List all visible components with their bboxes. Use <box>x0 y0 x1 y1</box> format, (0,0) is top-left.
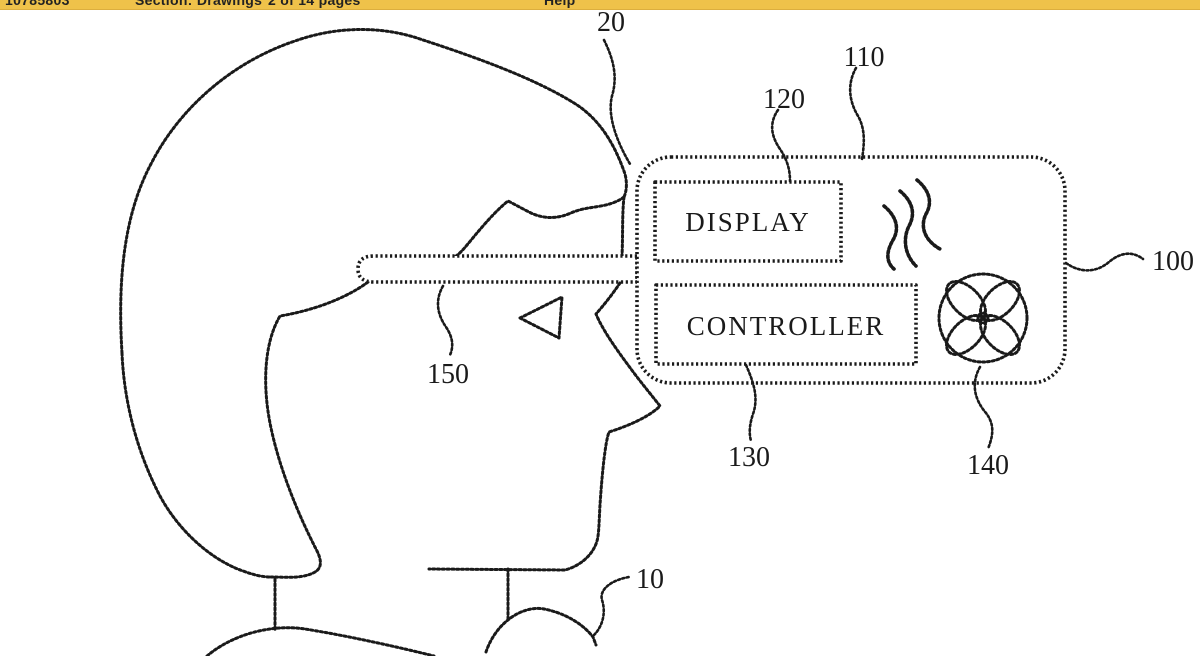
display-box <box>653 180 843 263</box>
ref-120: 120 <box>763 84 805 115</box>
page-indicator: 2 of 14 pages <box>268 0 361 8</box>
leader-lines <box>436 38 1145 637</box>
reference-numerals: 20 110 120 100 150 130 140 10 <box>427 7 1194 595</box>
ref-140: 140 <box>967 450 1009 481</box>
viewer-top-bar: 10785803 Section: Drawings 2 of 14 pages… <box>0 0 1200 10</box>
fan-icon <box>937 272 1029 364</box>
controller-label: CONTROLLER <box>687 311 886 341</box>
chest-line <box>484 606 598 654</box>
help-link[interactable]: Help <box>544 0 576 8</box>
head-strap <box>356 254 639 284</box>
face-profile <box>427 281 662 621</box>
ref-20: 20 <box>597 7 625 38</box>
hmd-housing: DISPLAY CONTROLLER <box>635 155 1067 385</box>
heat-waves-icon <box>882 178 942 271</box>
ref-150: 150 <box>427 359 469 390</box>
ref-130: 130 <box>728 442 770 473</box>
patent-number: 10785803 <box>5 0 70 8</box>
ref-10: 10 <box>636 564 664 595</box>
eye-triangle <box>518 295 564 340</box>
head-outline <box>119 28 628 656</box>
shoulder-line <box>205 626 436 656</box>
section-label: Section: Drawings <box>135 0 263 8</box>
controller-box <box>654 283 918 366</box>
ref-100: 100 <box>1152 246 1194 277</box>
ref-110: 110 <box>844 42 885 73</box>
display-label: DISPLAY <box>685 207 811 237</box>
